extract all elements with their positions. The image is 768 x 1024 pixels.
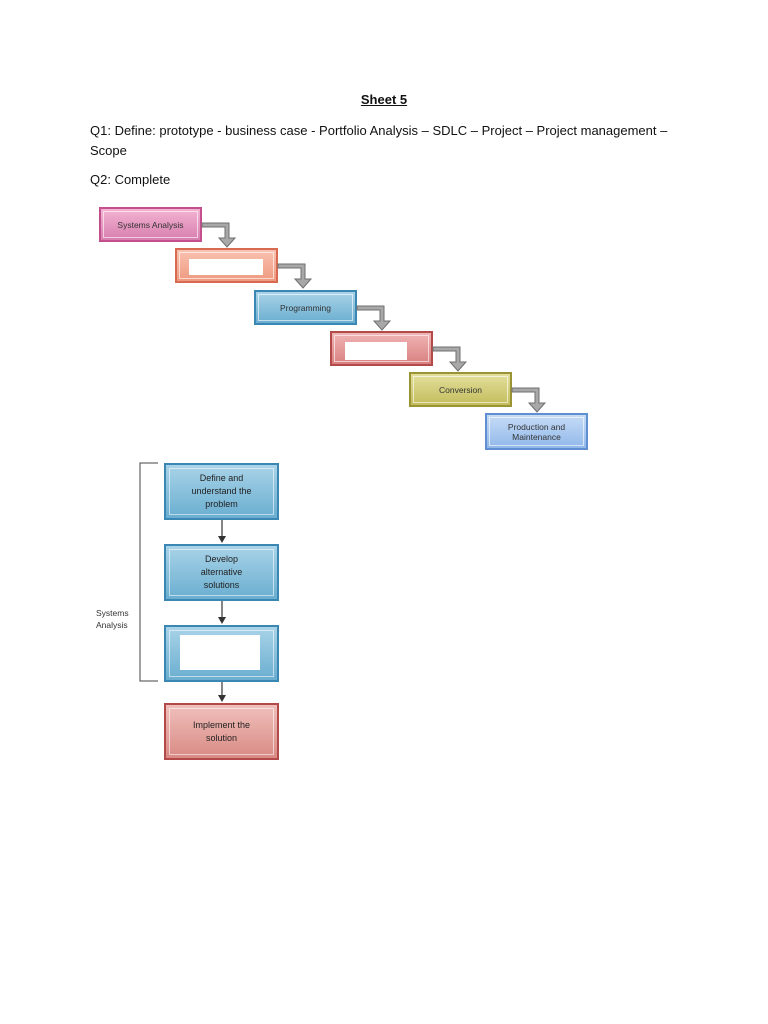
waterfall-step-blank-1 — [175, 248, 278, 283]
flow-step-label: Implement the solution — [192, 719, 251, 743]
waterfall-step-conversion: Conversion — [409, 372, 512, 407]
flow-arrow — [218, 682, 226, 702]
waterfall-step-programming: Programming — [254, 290, 357, 325]
flow-step-implement: Implement the solution — [164, 703, 279, 760]
flow-arrow — [218, 520, 226, 543]
systems-analysis-bracket — [139, 462, 158, 682]
bracket-label: Systems Analysis — [96, 608, 129, 630]
waterfall-step-systems-analysis: Systems Analysis — [99, 207, 202, 242]
blank-answer-box — [189, 259, 263, 275]
flow-step-label: Define and understand the problem — [191, 473, 252, 509]
waterfall-arrow — [356, 305, 392, 331]
flow-step-label: Develop alternative solutions — [200, 554, 243, 590]
flow-step-define-problem: Define and understand the problem — [164, 463, 279, 520]
waterfall-arrow — [201, 222, 237, 248]
blank-answer-box — [180, 635, 260, 670]
waterfall-step-label: Conversion — [439, 384, 482, 395]
waterfall-step-label: Systems Analysis — [117, 219, 184, 230]
question-1: Q1: Define: prototype - business case - … — [90, 123, 668, 158]
waterfall-step-label: Programming — [279, 302, 332, 313]
flow-step-develop-solutions: Develop alternative solutions — [164, 544, 279, 601]
waterfall-step-label: Production and Maintenance — [507, 421, 566, 442]
waterfall-step-production: Production and Maintenance — [485, 413, 588, 450]
flow-step-blank — [164, 625, 279, 682]
waterfall-arrow — [432, 346, 468, 372]
flow-arrow — [218, 601, 226, 624]
page-title: Sheet 5 — [360, 92, 408, 107]
waterfall-arrow — [277, 263, 313, 289]
blank-answer-box — [345, 342, 407, 360]
question-2: Q2: Complete — [90, 172, 171, 187]
waterfall-arrow — [511, 387, 547, 413]
waterfall-step-blank-2 — [330, 331, 433, 366]
